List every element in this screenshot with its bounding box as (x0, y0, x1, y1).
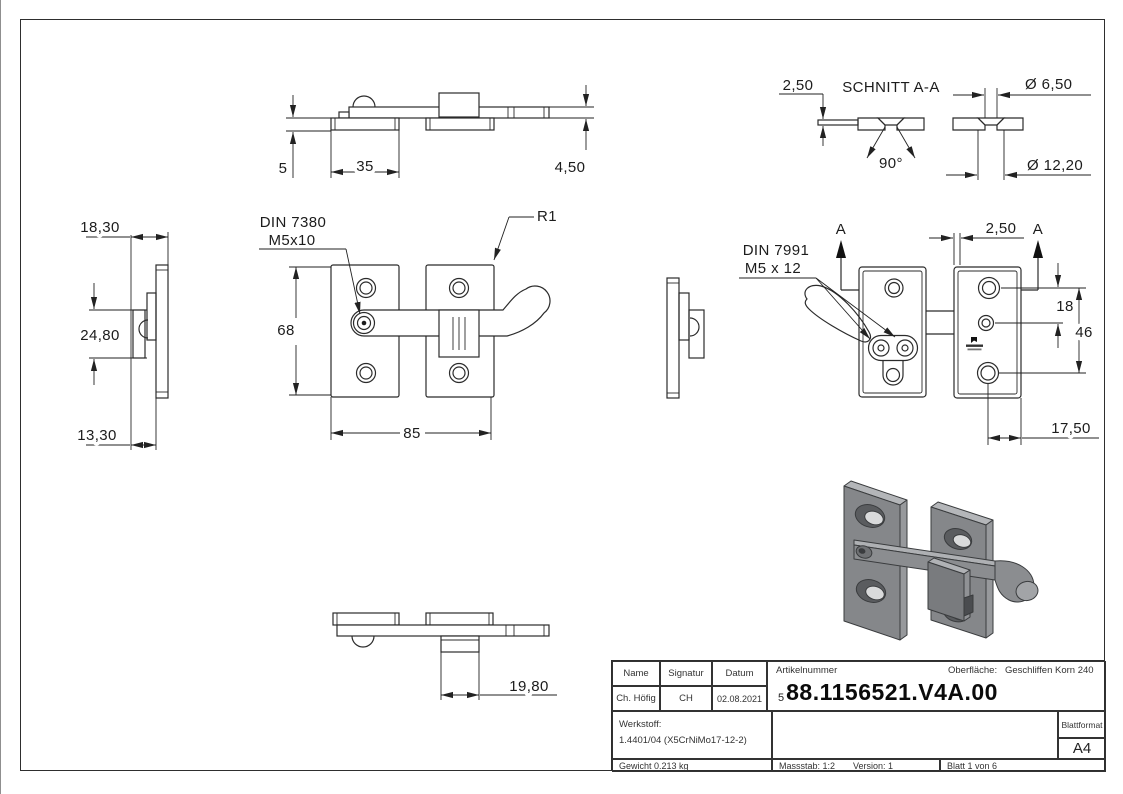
iso-3d-view (843, 480, 1039, 641)
signatur-header: Signatur (660, 661, 712, 686)
massstab-cell: Massstab: 1:2 Version: 1 (772, 759, 940, 772)
r1-label: R1 (537, 208, 557, 225)
din7991-label: DIN 7991 (743, 242, 810, 259)
dim-1750-label: 17,50 (1051, 420, 1091, 437)
left-side-view: 18,30 24,80 13,30 (74, 216, 169, 450)
name-header: Name (612, 661, 660, 686)
dim-68-label: 68 (277, 322, 295, 339)
section-view: SCHNITT A-A 90° 2,50 Ø 6,50 (779, 76, 1091, 180)
dia-650-label: Ø 6,50 (1025, 76, 1072, 93)
artikelnummer-value: 5 88.1156521.V4A.00 (778, 679, 998, 705)
werkstoff-value: 1.4401/04 (X5CrNiMo17-12-2) (619, 735, 747, 746)
werkstoff-cell: Werkstoff: 1.4401/04 (X5CrNiMo17-12-2) (612, 711, 772, 759)
datum-value: 02.08.2021 (712, 686, 767, 711)
top-view: 5 35 4,50 (275, 85, 594, 181)
dim-46-label: 46 (1075, 324, 1093, 341)
dim-450-label: 4,50 (555, 159, 586, 176)
angle-90-label: 90° (879, 155, 903, 172)
artikelnummer-cell: Artikelnummer Oberfläche: Geschliffen Ko… (767, 661, 1106, 711)
din7991-size-label: M5 x 12 (745, 260, 801, 277)
section-title: SCHNITT A-A (842, 79, 939, 96)
din7380-label: DIN 7380 (260, 214, 327, 231)
signatur-value: CH (660, 686, 712, 711)
dim-5-label: 5 (279, 160, 288, 177)
section-arrow-right (1033, 240, 1043, 258)
dim-35-label: 35 (356, 158, 374, 175)
werkstoff-label: Werkstoff: (619, 719, 662, 730)
blattformat-label: Blattformat (1058, 711, 1106, 738)
lever-end-outline (804, 284, 872, 343)
massstab-value: Massstab: 1:2 (779, 760, 836, 771)
section-letter-left: A (836, 221, 846, 238)
bottom-view: 19,80 (332, 612, 557, 700)
name-value: Ch. Höfig (612, 686, 660, 711)
dia-1220-label: Ø 12,20 (1027, 157, 1083, 174)
version-value: Version: 1 (853, 760, 894, 771)
blattformat-value: A4 (1058, 738, 1106, 759)
section-arrow-left (836, 240, 846, 258)
front-view: 68 85 DIN 7380 M5x10 R1 (259, 208, 557, 446)
brand-stamp (966, 337, 983, 351)
datum-header: Datum (712, 661, 767, 686)
dim-250-right-label: 2,50 (986, 220, 1017, 237)
blatt-cell: Blatt 1 von 6 (940, 759, 1106, 772)
gewicht-cell: Gewicht 0.213 kg (612, 759, 772, 772)
empty-cell (772, 711, 1058, 759)
dim-1980-label: 19,80 (509, 678, 549, 695)
back-view: A A DIN 7991 M5 x 12 2,50 18 (666, 220, 1099, 445)
oberflaeche-label: Oberfläche: (948, 665, 998, 676)
dim-2480-label: 24,80 (80, 327, 120, 344)
dim-1330-label: 13,30 (77, 427, 117, 444)
dim-250-label: 2,50 (783, 77, 814, 94)
title-block: Name Signatur Datum Ch. Höfig CH 02.08.2… (611, 660, 1106, 772)
dim-1830-label: 18,30 (80, 219, 120, 236)
artikelnummer-label: Artikelnummer (776, 665, 838, 676)
pivot-center (361, 320, 367, 326)
drawing-frame (20, 19, 1105, 771)
countersink-face (876, 117, 906, 126)
dim-18-label: 18 (1056, 298, 1074, 315)
oberflaeche-value: Geschliffen Korn 240 (1005, 665, 1094, 676)
din7380-size-label: M5x10 (268, 232, 315, 249)
dim-85-label: 85 (403, 425, 421, 442)
section-letter-right: A (1033, 221, 1043, 238)
